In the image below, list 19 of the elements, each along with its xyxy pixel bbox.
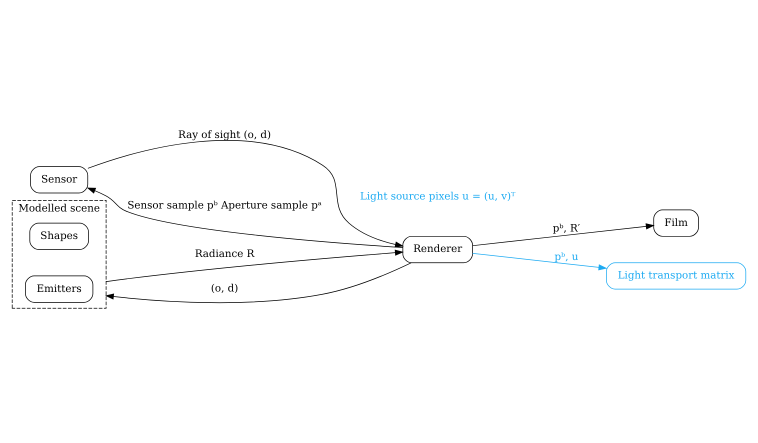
node-box: Film xyxy=(653,209,699,236)
arrow xyxy=(86,187,404,248)
edge-label: pᵇ, u xyxy=(554,250,578,262)
edge-label: Radiance R xyxy=(194,247,254,260)
arrow xyxy=(88,140,404,247)
node-box: Light transport matrix xyxy=(606,262,746,289)
label: Light source pixels u = (u, v)ᵀ xyxy=(360,190,516,202)
arrow xyxy=(105,262,412,303)
edge-label: Ray of sight (o, d) xyxy=(178,128,271,141)
node-box: Sensor xyxy=(30,166,88,193)
arrow xyxy=(472,222,655,246)
edge-label: Sensor sample pᵇ Aperture sample pᵃ xyxy=(127,199,322,212)
node-box: Emitters xyxy=(25,275,94,302)
node-box: Shapes xyxy=(29,222,89,250)
arrow xyxy=(106,249,404,282)
edge-label: (o, d) xyxy=(210,282,238,294)
edge-label: pᵇ, R′ xyxy=(552,222,580,234)
arrow xyxy=(472,252,608,270)
node-box: Renderer xyxy=(402,235,473,263)
